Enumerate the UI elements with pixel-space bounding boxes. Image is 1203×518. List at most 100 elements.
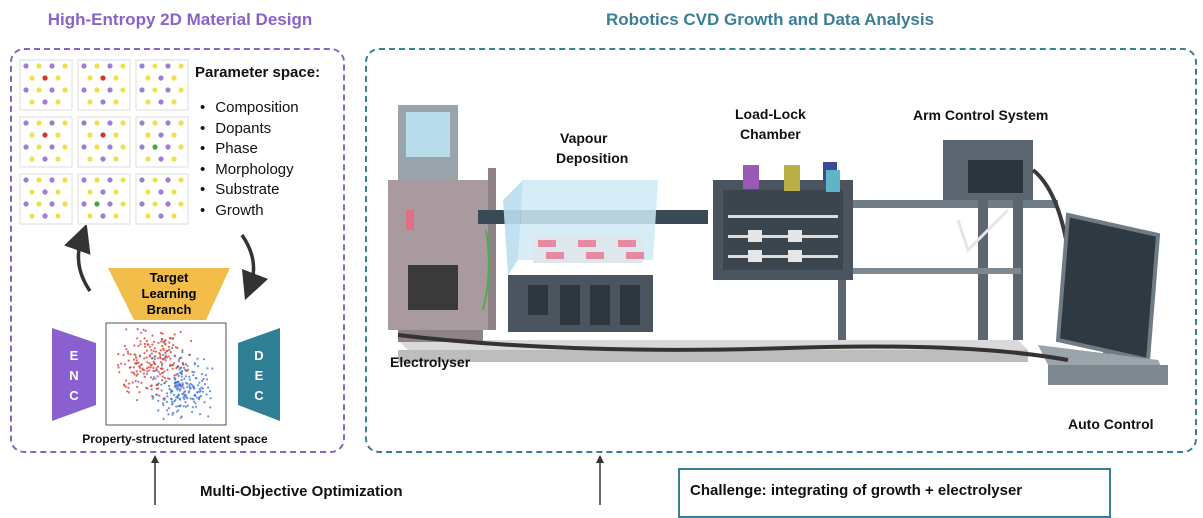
latent-point	[191, 370, 194, 373]
param-item: Substrate	[200, 180, 299, 201]
lattice-atom	[42, 189, 48, 195]
latent-point	[135, 374, 138, 377]
lattice-atom	[29, 75, 35, 81]
latent-point	[135, 370, 138, 373]
lattice-tile	[77, 116, 131, 168]
lattice-atom	[139, 201, 145, 207]
latent-point	[174, 398, 177, 402]
lattice-atom	[94, 144, 100, 150]
latent-point	[179, 330, 182, 333]
electrolyser-panel	[408, 265, 458, 310]
lattice-atom	[107, 63, 113, 69]
lattice-atom	[113, 156, 119, 162]
loadlock-carrier	[748, 230, 762, 242]
arm-control-label: Arm Control System	[913, 107, 1049, 123]
lattice-atom	[152, 201, 158, 207]
latent-point	[150, 363, 153, 367]
latent-point	[134, 379, 137, 383]
lattice-atom	[23, 144, 29, 150]
latent-point	[161, 379, 164, 382]
latent-point	[157, 370, 160, 373]
latent-point	[198, 381, 201, 384]
lattice-atom	[107, 201, 113, 207]
latent-point	[164, 351, 167, 354]
lattice-atom	[62, 177, 68, 183]
latent-point	[196, 391, 199, 394]
latent-point	[170, 403, 174, 406]
latent-point	[150, 352, 153, 355]
auto-control-label: Auto Control	[1068, 416, 1154, 432]
latent-point	[182, 366, 186, 369]
cycle-arrow-right	[240, 234, 269, 301]
encoder-letter: E	[70, 348, 79, 363]
latent-point	[184, 368, 187, 371]
lattice-atom	[139, 87, 145, 93]
latent-point	[158, 394, 161, 397]
deposition-label: Deposition	[556, 150, 629, 166]
latent-point	[184, 400, 187, 404]
latent-point	[168, 341, 171, 344]
latent-point	[143, 342, 146, 345]
lattice-atom	[145, 132, 151, 138]
latent-point	[180, 375, 183, 378]
lattice-atom	[100, 156, 106, 162]
latent-point	[159, 331, 162, 335]
lattice-atom	[94, 87, 100, 93]
lattice-atom	[23, 177, 29, 183]
latent-point	[124, 379, 127, 382]
lattice-atom	[87, 99, 93, 105]
latent-point	[170, 390, 173, 393]
loadlock-rail	[728, 255, 838, 258]
reagent-bottle	[784, 165, 800, 191]
latent-point	[123, 363, 127, 366]
frame-top-bar	[838, 200, 1058, 208]
latent-point	[180, 372, 183, 375]
decoder-shape	[238, 328, 280, 421]
lattice-atom	[49, 144, 55, 150]
latent-point	[188, 378, 191, 381]
latent-point	[156, 365, 160, 368]
latent-point	[161, 402, 164, 405]
lattice-atom	[152, 63, 158, 69]
floor-cable	[397, 333, 1069, 362]
latent-point	[131, 381, 134, 384]
latent-point	[133, 358, 136, 361]
latent-point	[201, 387, 204, 390]
lattice-tile	[135, 173, 189, 225]
latent-point	[151, 343, 154, 346]
lattice-atom	[139, 144, 145, 150]
latent-point	[165, 350, 168, 353]
latent-point	[159, 373, 162, 376]
latent-point	[132, 366, 135, 369]
encoder-letter: N	[69, 368, 78, 383]
latent-point	[148, 354, 152, 357]
latent-point	[162, 404, 165, 407]
latent-point	[154, 369, 157, 372]
latent-point	[202, 358, 206, 361]
latent-point	[182, 393, 185, 396]
latent-point	[139, 364, 142, 367]
lattice-atom	[100, 132, 106, 138]
latent-point	[139, 366, 142, 369]
lattice-atom	[165, 63, 171, 69]
chamber-label: Chamber	[740, 126, 801, 142]
latent-point	[165, 356, 168, 359]
vapour-label: Vapour	[560, 130, 608, 146]
lattice-atom	[107, 177, 113, 183]
latent-point	[172, 362, 175, 365]
latent-point	[168, 348, 171, 351]
lattice-atom	[178, 120, 184, 126]
loadlock-rail	[728, 215, 838, 218]
latent-point	[161, 362, 164, 365]
latent-point	[145, 386, 148, 389]
lattice-atom	[87, 132, 93, 138]
latent-point	[179, 416, 182, 419]
latent-point	[183, 377, 186, 380]
lattice-atom	[100, 99, 106, 105]
latent-point	[204, 374, 208, 377]
latent-point	[159, 367, 162, 370]
latent-point	[180, 356, 183, 359]
latent-point	[162, 417, 165, 420]
substrate	[546, 252, 564, 259]
lattice-atom	[178, 144, 184, 150]
